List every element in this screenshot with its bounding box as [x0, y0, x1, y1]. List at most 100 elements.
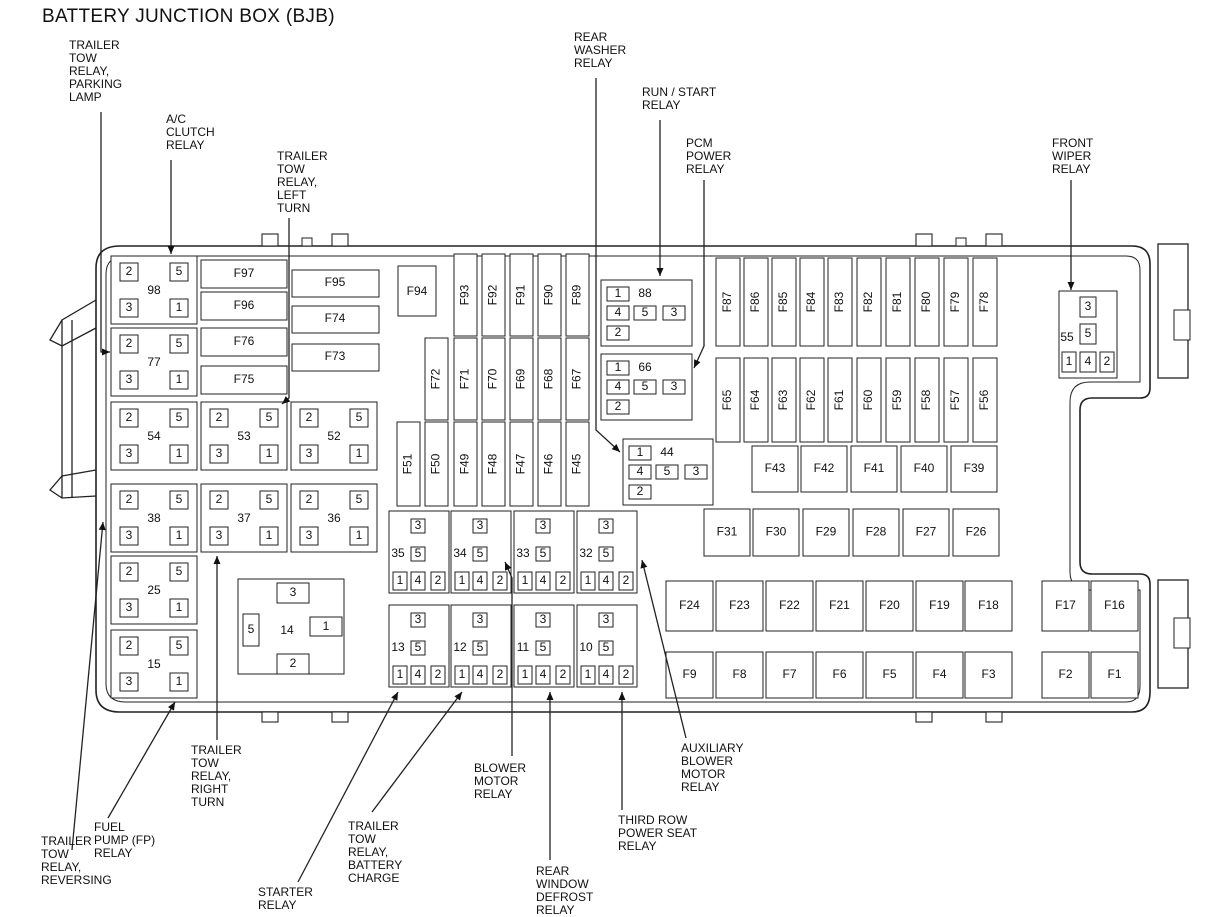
- relay-pin-label: 5: [356, 492, 363, 506]
- fuse-label: F24: [679, 598, 700, 612]
- relay-pin-label: 2: [623, 573, 630, 587]
- relay-pin-label: 2: [126, 638, 133, 652]
- relay-pin-label: 5: [415, 640, 422, 654]
- fuse-F74: [291, 305, 380, 334]
- relay-pin-label: 4: [477, 573, 484, 587]
- fuse-label: F63: [776, 389, 790, 410]
- fuse-F39: [950, 445, 998, 493]
- relay-pin-1: [580, 571, 596, 591]
- fuse-F84: [799, 257, 825, 347]
- relay-pin-label: 3: [477, 612, 484, 626]
- bottom-latch: [915, 711, 933, 723]
- fuse-F56: [972, 357, 998, 443]
- relay-pin-label: 1: [615, 286, 622, 300]
- fuse-F91: [509, 253, 534, 337]
- fuse-F29: [802, 508, 850, 557]
- left-bracket: [49, 299, 97, 347]
- relay-pin-5: [169, 636, 189, 656]
- relay-pin-label: 2: [560, 667, 567, 681]
- relay-pin-label: 5: [248, 622, 255, 636]
- relay-pin-5: [535, 640, 551, 656]
- fuse-label: F74: [325, 311, 346, 325]
- relay-number: 35: [391, 546, 405, 560]
- label-aux-blower: AUXILIARY BLOWER MOTOR RELAY: [681, 741, 744, 794]
- fuse-label: F92: [486, 284, 500, 305]
- fuse-label: F96: [234, 298, 255, 312]
- fuse-label: F80: [919, 291, 933, 312]
- relay-pin-5: [410, 640, 426, 656]
- relay-pin-label: 3: [216, 446, 223, 460]
- relay-pin-label: 3: [126, 600, 133, 614]
- fuse-label: F43: [765, 461, 786, 475]
- fuse-F89: [565, 253, 590, 337]
- relay-pin-3: [535, 612, 551, 628]
- relay-pin-2: [618, 571, 634, 591]
- fuse-label: F72: [429, 368, 443, 389]
- relay-pin-5: [655, 464, 679, 480]
- fuse-F87: [715, 257, 741, 347]
- fuse-F70: [481, 337, 506, 421]
- relay-pin-3: [119, 444, 139, 464]
- relay-pin-4: [410, 665, 426, 685]
- arrow-head: [391, 692, 398, 701]
- relay-pin-label: 2: [216, 492, 223, 506]
- relay-number: 14: [280, 623, 294, 637]
- relay-pin-3: [410, 518, 426, 534]
- relay-pin-label: 3: [415, 518, 422, 532]
- diagram-title: BATTERY JUNCTION BOX (BJB): [42, 6, 335, 27]
- label-trailer-tow-parking: TRAILER TOW RELAY, PARKING LAMP: [69, 38, 123, 104]
- relay-pin-label: 4: [415, 573, 422, 587]
- fuse-F26: [952, 508, 1000, 557]
- relay-pin-label: 5: [176, 264, 183, 278]
- fuse-F21: [815, 580, 864, 632]
- relay-pin-3: [276, 582, 310, 604]
- relay-pin-label: 5: [266, 492, 273, 506]
- fuse-F63: [771, 357, 797, 443]
- fuse-label: F69: [514, 368, 528, 389]
- fuse-F47: [509, 421, 534, 507]
- relay-pin-1: [169, 444, 189, 464]
- right-mount-clip: [1173, 309, 1191, 341]
- fuse-F82: [856, 257, 882, 347]
- relay-pin-label: 2: [126, 492, 133, 506]
- fuse-label: F6: [832, 667, 846, 681]
- arrow-aux-blower: [641, 559, 687, 739]
- arrow-head: [213, 556, 221, 564]
- relay-pin-label: 2: [637, 484, 644, 498]
- fuse-F71: [453, 337, 478, 421]
- relay-pin-3: [299, 444, 319, 464]
- fuse-F31: [703, 508, 751, 557]
- relay-pin-label: 5: [415, 546, 422, 560]
- arrow-starter: [297, 691, 399, 883]
- relay-pin-label: 4: [477, 667, 484, 681]
- relay-pin-label: 5: [356, 410, 363, 424]
- relay-pin-label: 5: [477, 546, 484, 560]
- relay-pin-1: [169, 526, 189, 546]
- fuse-F75: [200, 365, 288, 395]
- fuse-F7: [765, 651, 814, 699]
- relay-pin-3: [209, 526, 229, 546]
- arrow-head: [640, 560, 648, 569]
- fuse-label: F97: [234, 266, 255, 280]
- bottom-latch: [331, 711, 349, 723]
- relay-pin-1: [259, 444, 279, 464]
- fuse-label: F28: [866, 525, 887, 539]
- relay-pin-5: [633, 379, 657, 395]
- fuse-F28: [852, 508, 900, 557]
- fuse-F48: [481, 421, 506, 507]
- fuse-label: F83: [832, 291, 846, 312]
- relay-pin-label: 1: [585, 667, 592, 681]
- fuse-label: F73: [325, 349, 346, 363]
- relay-number: 37: [237, 511, 251, 525]
- fuse-label: F90: [542, 284, 556, 305]
- relay-pin-label: 2: [126, 336, 133, 350]
- fuse-label: F51: [401, 453, 415, 474]
- relay-pin-label: 5: [664, 464, 671, 478]
- relay-pin-label: 3: [306, 446, 313, 460]
- relay-pin-1: [169, 298, 189, 318]
- relay-pin-1: [169, 370, 189, 390]
- label-starter: STARTER RELAY: [258, 885, 313, 912]
- fuse-F24: [665, 580, 714, 632]
- arrow-trailer-tow-battery: [371, 691, 463, 813]
- relay-pin-5: [535, 546, 551, 562]
